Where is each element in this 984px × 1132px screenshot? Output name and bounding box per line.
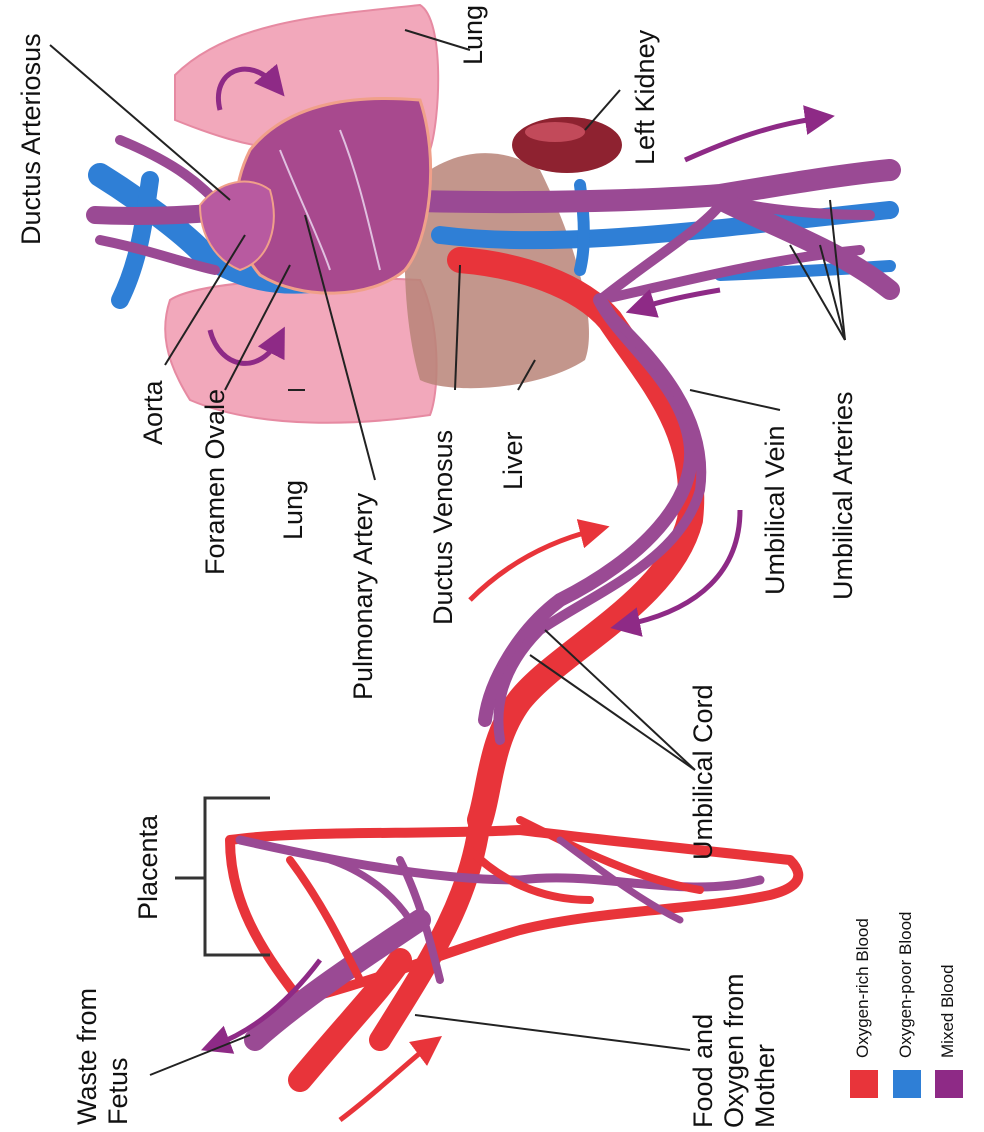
label-ductus-arteriosus: Ductus Arteriosus xyxy=(18,33,45,245)
legend-label-mixed: Mixed Blood xyxy=(939,964,956,1058)
left-kidney-shape xyxy=(512,117,622,173)
legend-swatch-mixed xyxy=(935,1070,963,1098)
label-lung-top: Lung xyxy=(460,5,487,65)
label-umbilical-cord: Umbilical Cord xyxy=(690,684,717,860)
label-ductus-venosus: Ductus Venosus xyxy=(430,430,457,625)
label-foramen-ovale: Foramen Ovale xyxy=(202,389,229,575)
label-umbilical-vein: Umbilical Vein xyxy=(762,425,789,595)
label-liver: Liver xyxy=(500,431,527,490)
legend-swatch-oxygen-rich xyxy=(850,1070,878,1098)
label-pulmonary-artery: Pulmonary Artery xyxy=(350,493,377,700)
legend xyxy=(850,1070,963,1098)
label-aorta: Aorta xyxy=(140,380,167,445)
legend-label-oxygen-poor: Oxygen-poor Blood xyxy=(897,912,914,1058)
label-waste-from-fetus: Waste from Fetus xyxy=(72,988,134,1125)
legend-label-oxygen-rich: Oxygen-rich Blood xyxy=(854,918,871,1058)
label-umbilical-arteries: Umbilical Arteries xyxy=(830,391,857,600)
label-food-oxygen-mother: Food and Oxygen from Mother xyxy=(688,973,781,1128)
label-lung-bottom: Lung xyxy=(280,480,307,540)
legend-swatch-oxygen-poor xyxy=(893,1070,921,1098)
label-placenta: Placenta xyxy=(135,815,162,920)
label-left-kidney: Left Kidney xyxy=(632,30,659,165)
